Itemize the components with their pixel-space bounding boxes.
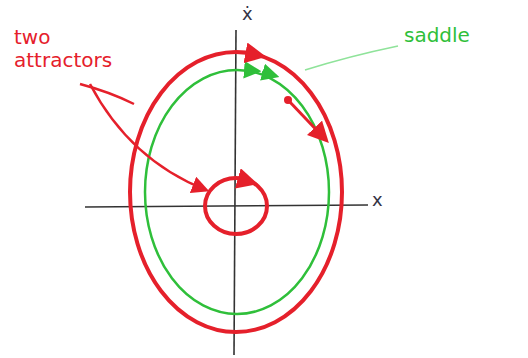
flow-arrow (240, 179, 254, 183)
inner-attractor-cycle (205, 178, 267, 234)
axis-label: x (372, 190, 383, 211)
flow-arrow (246, 70, 258, 71)
saddle-cycle (145, 70, 329, 314)
flow-arrow (262, 72, 276, 76)
flow-arrow (246, 53, 262, 56)
y-axis (234, 30, 236, 355)
callout-label: two attractors (14, 26, 134, 72)
leader-line (305, 46, 398, 70)
callout-label: saddle (404, 24, 470, 47)
leader-line (90, 84, 206, 190)
flow-arrow (288, 100, 326, 140)
trajectory-dot (284, 96, 292, 104)
outer-attractor-cycle (130, 52, 342, 332)
x-axis (85, 205, 368, 207)
leader-line (80, 84, 134, 104)
axis-label: ẋ (242, 4, 253, 25)
